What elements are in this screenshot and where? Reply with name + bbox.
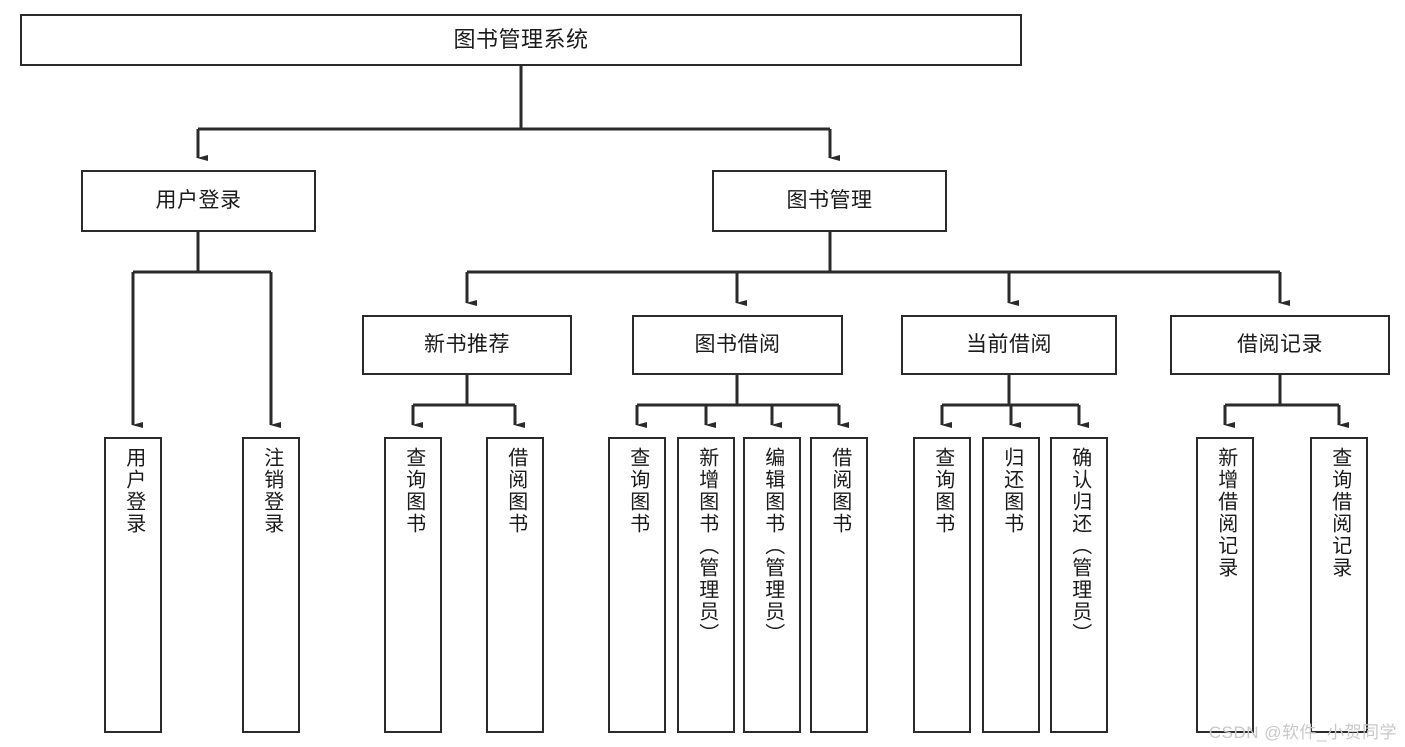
leaf-return-book-label: 归还图书 <box>1000 447 1023 535</box>
node-root-label: 图书管理系统 <box>453 27 589 53</box>
leaf-borrow-book-2[interactable]: 借阅图书 <box>810 437 868 733</box>
node-book-borrow-label: 图书借阅 <box>694 332 781 356</box>
leaf-query-record[interactable]: 查询借阅记录 <box>1310 437 1368 733</box>
leaf-confirm-return[interactable]: 确认归还（管理员） <box>1050 437 1108 733</box>
node-book-manage-label: 图书管理 <box>786 188 873 212</box>
node-new-book-recommend[interactable]: 新书推荐 <box>362 315 572 375</box>
node-borrow-record[interactable]: 借阅记录 <box>1170 315 1390 375</box>
leaf-query-book-1[interactable]: 查询图书 <box>384 437 442 733</box>
leaf-edit-book[interactable]: 编辑图书（管理员） <box>743 437 801 733</box>
leaf-return-book[interactable]: 归还图书 <box>982 437 1040 733</box>
node-user-login[interactable]: 用户登录 <box>81 170 316 232</box>
leaf-confirm-return-label: 确认归还（管理员） <box>1068 447 1091 645</box>
watermark: CSDN @软件_小贺同学 <box>1208 723 1397 742</box>
leaf-borrow-book-2-label: 借阅图书 <box>828 447 851 535</box>
leaf-user-login-label: 用户登录 <box>122 447 145 535</box>
leaf-add-record-label: 新增借阅记录 <box>1214 447 1237 579</box>
leaf-query-record-label: 查询借阅记录 <box>1328 447 1351 579</box>
leaf-add-book-label: 新增图书（管理员） <box>695 447 718 645</box>
leaf-borrow-book-1[interactable]: 借阅图书 <box>486 437 544 733</box>
node-user-login-label: 用户登录 <box>155 188 242 212</box>
leaf-user-login[interactable]: 用户登录 <box>104 437 162 733</box>
node-root[interactable]: 图书管理系统 <box>20 14 1022 66</box>
leaf-logout[interactable]: 注销登录 <box>242 437 300 733</box>
node-current-borrow-label: 当前借阅 <box>966 332 1052 356</box>
leaf-add-book[interactable]: 新增图书（管理员） <box>677 437 735 733</box>
node-book-manage[interactable]: 图书管理 <box>712 170 947 232</box>
node-current-borrow[interactable]: 当前借阅 <box>901 315 1117 375</box>
leaf-edit-book-label: 编辑图书（管理员） <box>761 447 784 645</box>
node-book-borrow[interactable]: 图书借阅 <box>632 315 843 375</box>
leaf-query-book-3[interactable]: 查询图书 <box>913 437 971 733</box>
node-borrow-record-label: 借阅记录 <box>1237 332 1323 356</box>
leaf-logout-label: 注销登录 <box>260 447 283 535</box>
leaf-query-book-1-label: 查询图书 <box>402 447 425 535</box>
leaf-query-book-2[interactable]: 查询图书 <box>608 437 666 733</box>
node-new-book-recommend-label: 新书推荐 <box>424 332 510 356</box>
leaf-query-book-3-label: 查询图书 <box>931 447 954 535</box>
leaf-borrow-book-1-label: 借阅图书 <box>504 447 527 535</box>
leaf-add-record[interactable]: 新增借阅记录 <box>1196 437 1254 733</box>
leaf-query-book-2-label: 查询图书 <box>626 447 649 535</box>
